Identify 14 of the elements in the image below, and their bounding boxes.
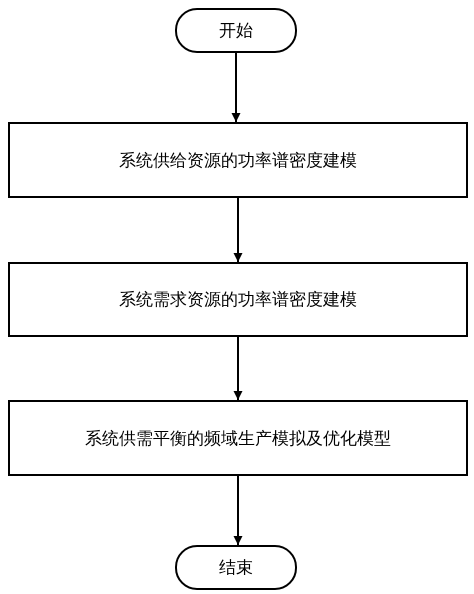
node-label: 开始 xyxy=(219,20,253,42)
node-label: 结束 xyxy=(219,557,253,579)
process-box xyxy=(8,400,468,476)
process-box xyxy=(8,122,468,198)
arrow xyxy=(232,53,240,122)
arrow xyxy=(234,476,242,545)
node-label: 系统需求资源的功率谱密度建模 xyxy=(119,289,357,311)
terminal-box xyxy=(175,8,297,53)
node-label: 系统供给资源的功率谱密度建模 xyxy=(119,150,357,172)
arrow xyxy=(234,337,242,400)
arrow xyxy=(234,198,242,262)
process-box xyxy=(8,262,468,337)
node-label: 系统供需平衡的频域生产模拟及优化模型 xyxy=(85,428,391,450)
terminal-box xyxy=(175,545,297,590)
